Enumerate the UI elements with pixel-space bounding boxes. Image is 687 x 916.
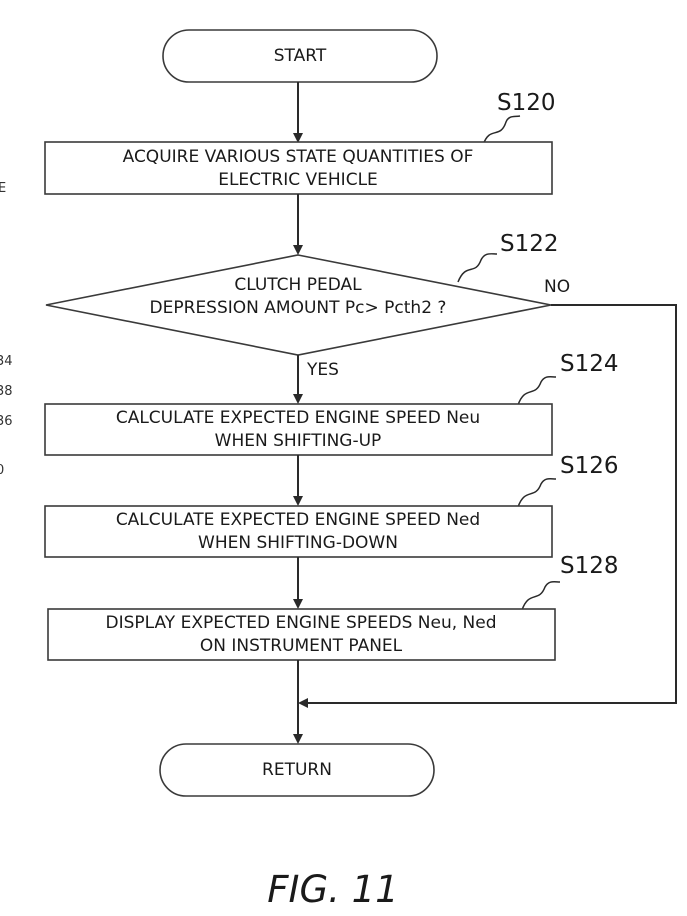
process-text-s126-line2: WHEN SHIFTING-DOWN <box>198 533 398 553</box>
process-text-s124-line2: WHEN SHIFTING-UP <box>215 431 382 451</box>
start-terminal <box>162 29 438 83</box>
step-id-s120: S120 <box>497 90 556 116</box>
decision-text-s122-line1: CLUTCH PEDAL <box>234 275 362 295</box>
process-box-s120 <box>44 141 553 195</box>
process-text-s128-line1: DISPLAY EXPECTED ENGINE SPEEDS Neu, Ned <box>105 613 496 633</box>
edge-fragment-2: 34 <box>0 354 13 369</box>
connector-no-branch <box>298 304 677 708</box>
leader-s120 <box>482 115 521 146</box>
figure-caption: FIG. 11 <box>267 868 398 911</box>
leader-s128 <box>521 580 561 611</box>
edge-fragment-1: E <box>0 181 6 196</box>
process-text-s128-line2: ON INSTRUMENT PANEL <box>200 636 403 656</box>
leader-s126 <box>517 477 557 508</box>
step-id-s126: S126 <box>560 453 619 479</box>
process-text-s126-line1: CALCULATE EXPECTED ENGINE SPEED Ned <box>116 510 480 530</box>
process-text-s124-line1: CALCULATE EXPECTED ENGINE SPEED Neu <box>116 408 480 428</box>
return-label: RETURN <box>262 760 332 780</box>
leader-s122 <box>457 253 498 283</box>
branch-no-label: NO <box>544 277 570 297</box>
step-id-s124: S124 <box>560 351 619 377</box>
branch-yes-label: YES <box>306 360 339 380</box>
return-terminal <box>159 743 435 797</box>
step-id-s128: S128 <box>560 553 619 579</box>
leader-s124 <box>517 375 557 406</box>
process-text-s120-line2: ELECTRIC VEHICLE <box>218 170 378 190</box>
process-box-s128 <box>47 608 556 661</box>
process-text-s120-line1: ACQUIRE VARIOUS STATE QUANTITIES OF <box>123 147 474 167</box>
decision-text-s122-line2: DEPRESSION AMOUNT Pc> Pcth2 ? <box>150 298 447 318</box>
edge-fragment-4: 36 <box>0 414 13 429</box>
start-label: START <box>274 46 327 66</box>
edge-fragment-5: 0 <box>0 463 4 478</box>
step-id-s122: S122 <box>500 231 559 257</box>
edge-fragment-3: 38 <box>0 384 13 399</box>
